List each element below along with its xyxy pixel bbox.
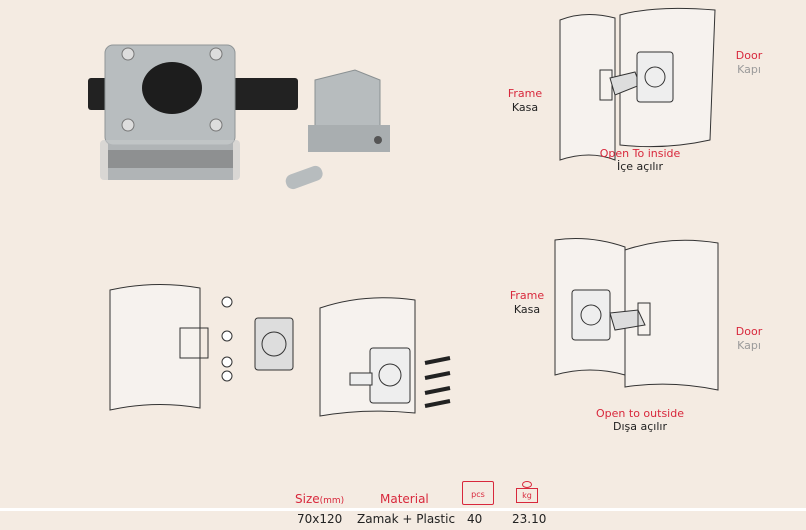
door-label-tr: Kapı [737, 63, 761, 76]
caption-open-inside-tr: İçe açılır [616, 160, 664, 173]
kg-value: 23.10 [512, 512, 547, 526]
diagram-exploded [109, 283, 451, 417]
size-unit: (mm) [319, 496, 345, 506]
material-value: Zamak + Plastic [357, 512, 456, 526]
diagram-open-inside [559, 7, 716, 161]
pcs-value: 40 [467, 512, 483, 526]
door-label-2-tr: Kapı [737, 339, 761, 352]
pcs-icon-label: pcs [471, 490, 485, 499]
size-label: Size [295, 492, 320, 506]
size-header: Size(mm) [295, 492, 344, 506]
caption-open-outside-tr: Dışa açılır [613, 420, 667, 433]
divider [0, 508, 806, 511]
frame-label-2-tr: Kasa [513, 303, 541, 316]
kg-weight-icon: kg [516, 481, 538, 503]
door-label: Door [735, 49, 763, 62]
frame-label-tr: Kasa [511, 101, 539, 114]
pcs-box-icon: pcs [462, 481, 494, 505]
frame-label-2: Frame [509, 289, 545, 302]
diagram-open-outside [554, 238, 719, 391]
frame-label: Frame [507, 87, 543, 100]
product-photo [88, 44, 390, 190]
caption-open-outside: Open to outside [596, 407, 684, 420]
kg-icon-label: kg [516, 488, 538, 503]
door-label-2: Door [735, 325, 763, 338]
caption-open-inside: Open To inside [599, 147, 681, 160]
size-value: 70x120 [297, 512, 343, 526]
material-header: Material [380, 492, 429, 506]
